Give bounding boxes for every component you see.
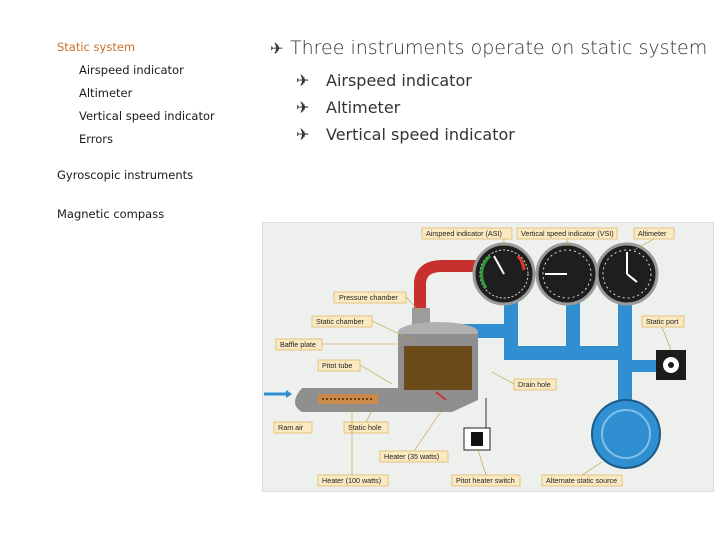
bullet-subitem-text: Airspeed indicator: [326, 71, 472, 90]
nav-item-errors[interactable]: Errors: [79, 132, 114, 146]
asi-gauge: [472, 242, 536, 306]
bullet-subitem-text: Altimeter: [326, 98, 401, 117]
bullet-subitem: ✈ Airspeed indicator: [270, 67, 710, 94]
static-lines: [458, 290, 656, 402]
nav-item-airspeed-indicator[interactable]: Airspeed indicator: [79, 63, 184, 77]
nav-item-altimeter[interactable]: Altimeter: [79, 86, 133, 100]
nav-item-static-system[interactable]: Static system: [57, 40, 136, 54]
pitot-tube: [295, 308, 478, 412]
leader-lines: [322, 238, 672, 476]
nav-item-gyroscopic-instruments[interactable]: Gyroscopic instruments: [57, 168, 194, 182]
label-static-chamber: Static chamber: [316, 317, 365, 326]
alternate-static-source: [591, 399, 661, 469]
label-ram-air: Ram air: [278, 423, 304, 432]
airplane-icon: ✈: [296, 98, 310, 117]
label-drain-hole: Drain hole: [518, 380, 551, 389]
label-pitot-tube: Pitot tube: [322, 361, 352, 370]
bullet-subitem: ✈ Altimeter: [270, 94, 710, 121]
nav-item-magnetic-compass[interactable]: Magnetic compass: [57, 207, 165, 221]
label-heater-35: Heater (35 watts): [384, 452, 439, 461]
label-pitot-heater-switch: Pitot heater switch: [456, 476, 515, 485]
label-static-hole: Static hole: [348, 423, 382, 432]
label-heater-100: Heater (100 watts): [322, 476, 381, 485]
altimeter-gauge: [595, 242, 659, 306]
bullet-heading-text: Three instruments operate on static syst…: [290, 37, 708, 59]
label-alternate-static-source: Alternate static source: [546, 476, 617, 485]
nav-item-vertical-speed-indicator[interactable]: Vertical speed indicator: [79, 109, 215, 123]
label-asi: Airspeed indicator (ASI): [426, 229, 502, 238]
label-pressure-chamber: Pressure chamber: [339, 293, 398, 302]
label-vsi: Vertical speed indicator (VSI): [521, 229, 614, 238]
label-static-port: Static port: [646, 317, 678, 326]
vsi-gauge: [535, 242, 599, 306]
static-port: [656, 350, 686, 380]
bullet-heading: ✈ Three instruments operate on static sy…: [270, 36, 710, 61]
label-altimeter: Altimeter: [638, 229, 667, 238]
bullet-subitem-text: Vertical speed indicator: [326, 125, 515, 144]
pitot-heater-switch: [463, 398, 491, 451]
slide-bullets: ✈ Three instruments operate on static sy…: [270, 36, 710, 148]
airplane-icon: ✈: [296, 71, 310, 90]
airplane-icon: ✈: [296, 125, 310, 144]
airplane-icon: ✈: [270, 39, 284, 58]
diagram-labels: Airspeed indicator (ASI) Vertical speed …: [273, 227, 685, 487]
bullet-subitem: ✈ Vertical speed indicator: [270, 121, 710, 148]
pitot-static-diagram: Airspeed indicator (ASI) Vertical speed …: [262, 222, 714, 492]
label-baffle-plate: Baffle plate: [280, 340, 316, 349]
